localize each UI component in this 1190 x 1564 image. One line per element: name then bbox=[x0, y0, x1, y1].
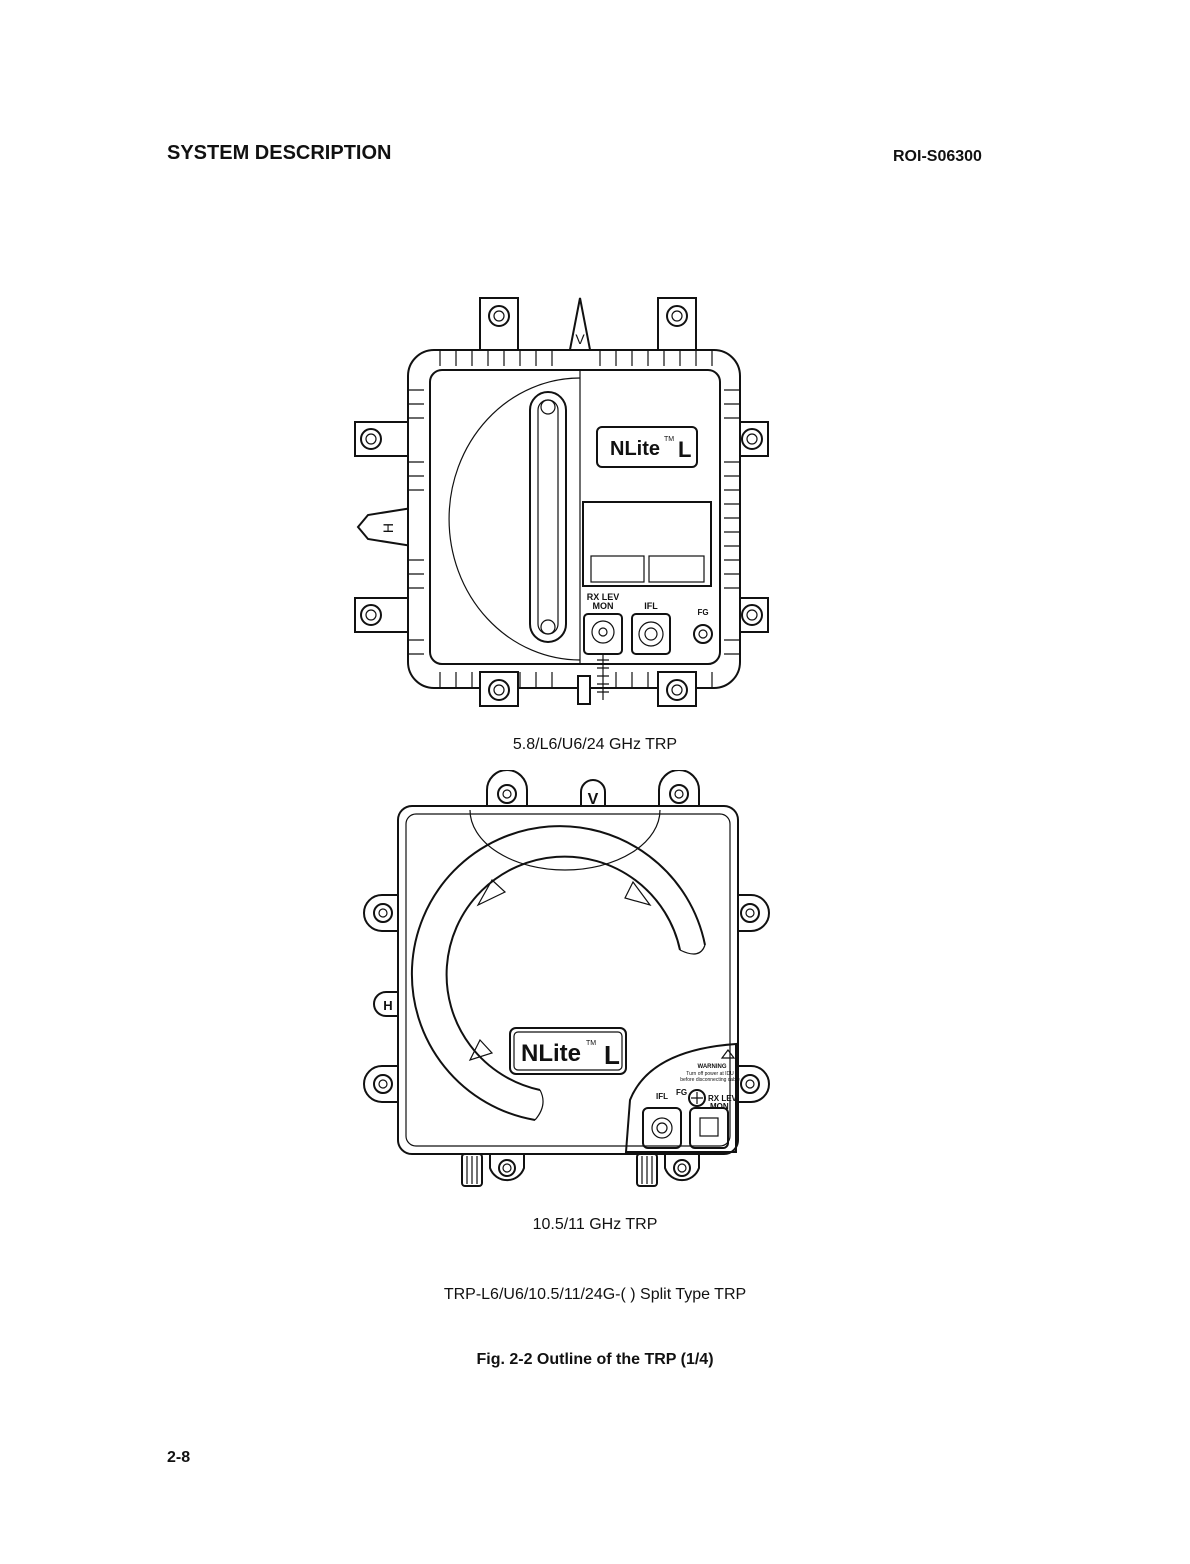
trp-drawing-1: V H NLit bbox=[0, 0, 1190, 720]
warning-label: WARNING bbox=[698, 1064, 727, 1070]
fg-label-2: FG bbox=[676, 1088, 687, 1097]
mount-tab-top-right-2 bbox=[659, 770, 699, 808]
page-number: 2-8 bbox=[167, 1449, 190, 1467]
mount-tab-right-upper-2 bbox=[737, 895, 769, 931]
mount-tab-bottom-right bbox=[658, 672, 696, 706]
trp-housing-outer bbox=[408, 350, 740, 688]
h-label: H bbox=[380, 523, 396, 533]
mount-tab-left-lower-2 bbox=[364, 1066, 398, 1102]
model-caption: TRP-L6/U6/10.5/11/24G-( ) Split Type TRP bbox=[0, 1286, 1190, 1304]
figure2-caption: 10.5/11 GHz TRP bbox=[0, 1216, 1190, 1234]
trp-drawing-2: V H NLite TM L bbox=[0, 770, 1190, 1190]
mount-tab-left-upper-2 bbox=[364, 895, 398, 931]
ifl-label: IFL bbox=[644, 601, 658, 611]
fg-label: FG bbox=[697, 608, 708, 617]
warning-line-2: before disconnecting cable bbox=[680, 1077, 740, 1083]
figure1-caption: 5.8/L6/U6/24 GHz TRP bbox=[0, 736, 1190, 754]
v-label: V bbox=[575, 331, 585, 347]
mount-tab-right-lower-2 bbox=[737, 1066, 769, 1102]
mount-tab-left-lower bbox=[355, 598, 413, 632]
mount-tab-right-upper bbox=[738, 422, 768, 456]
mon-label: MON bbox=[593, 601, 614, 611]
logo-tm: TM bbox=[664, 436, 674, 443]
h-label-2: H bbox=[383, 998, 392, 1013]
logo-text: NLite bbox=[610, 438, 660, 460]
logo-suffix: L bbox=[678, 437, 691, 462]
drain-stub bbox=[578, 676, 590, 704]
mount-tab-bottom-left bbox=[480, 672, 518, 706]
mount-tab-bottom-left-2 bbox=[462, 1154, 524, 1186]
logo-tm-2: TM bbox=[586, 1040, 596, 1047]
figure-caption: Fig. 2-2 Outline of the TRP (1/4) bbox=[0, 1351, 1190, 1369]
h-polarization-marker-2: H bbox=[374, 992, 398, 1016]
trp-housing-outer-2 bbox=[398, 806, 738, 1154]
mount-tab-top-left-2 bbox=[487, 770, 527, 808]
logo-suffix-2: L bbox=[604, 1040, 620, 1070]
mount-tab-left-upper bbox=[355, 422, 413, 456]
mount-tab-bottom-right-2 bbox=[637, 1154, 699, 1186]
mount-tab-right-lower bbox=[738, 598, 768, 632]
logo-text-2: NLite bbox=[521, 1040, 581, 1067]
ifl-label-2: IFL bbox=[656, 1092, 668, 1101]
h-polarization-marker: H bbox=[358, 508, 412, 546]
v-polarization-marker-2: V bbox=[581, 780, 605, 808]
